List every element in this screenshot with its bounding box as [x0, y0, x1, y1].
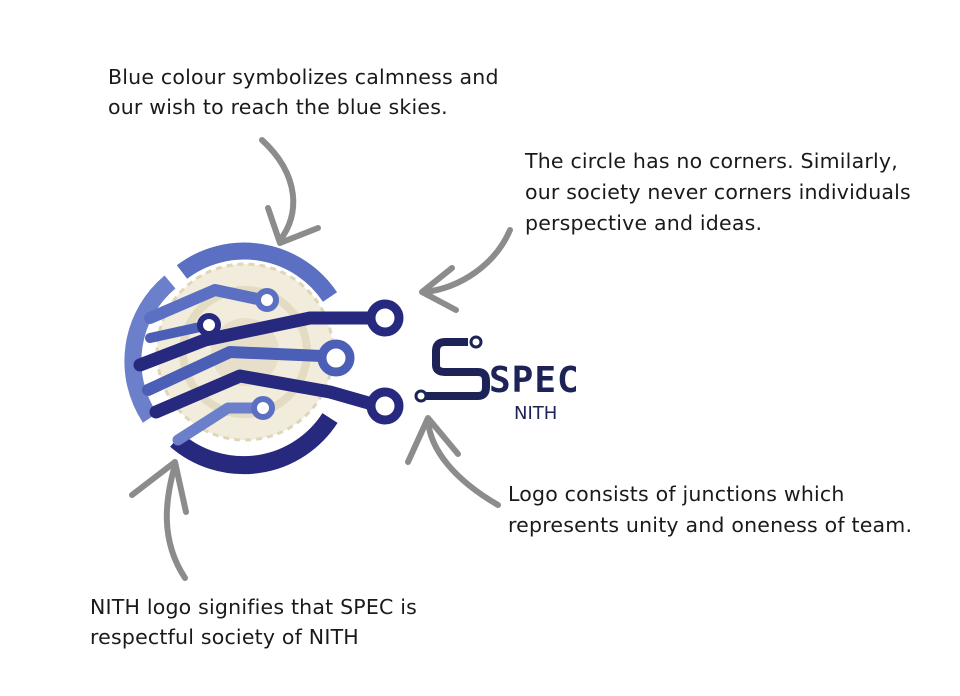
- wordmark-text: SPEC: [489, 360, 580, 401]
- annotation-circle: The circle has no corners. Similarly, ou…: [525, 146, 911, 239]
- annotation-line: NITH logo signifies that SPEC is: [90, 595, 418, 619]
- annotation-line: respectful society of NITH: [90, 625, 359, 649]
- annotation-line: our society never corners individuals: [525, 180, 911, 204]
- annotation-line: our wish to reach the blue skies.: [108, 95, 448, 119]
- annotation-junctions: Logo consists of junctions which represe…: [508, 479, 912, 541]
- annotation-line: The circle has no corners. Similarly,: [525, 149, 898, 173]
- arrow-up-icon: [129, 459, 189, 581]
- annotation-line: Logo consists of junctions which: [508, 482, 845, 506]
- spec-wordmark: SPEC NITH: [414, 335, 580, 424]
- junction-node: [317, 339, 355, 377]
- wordmark-s-glyph: [426, 338, 490, 400]
- annotation-line: represents unity and oneness of team.: [508, 513, 913, 537]
- junction-node: [366, 387, 404, 425]
- junction-node: [251, 396, 275, 420]
- annotation-blue-colour: Blue colour symbolizes calmness and our …: [108, 62, 499, 122]
- wordmark-subtitle: NITH: [514, 403, 557, 424]
- junction-node: [255, 288, 279, 312]
- arrows: [129, 137, 513, 581]
- arrow-up-icon: [405, 415, 501, 508]
- junction-node: [366, 299, 404, 337]
- arrow-left-icon: [419, 227, 513, 313]
- circuit-traces: [133, 284, 379, 446]
- annotation-nith-logo: NITH logo signifies that SPEC is respect…: [90, 592, 417, 652]
- junction-node: [197, 313, 221, 337]
- logo-ring: [124, 242, 338, 475]
- annotation-line: Blue colour symbolizes calmness and: [108, 65, 499, 89]
- annotation-line: perspective and ideas.: [525, 211, 763, 235]
- circuit-nodes: [197, 288, 404, 425]
- arrow-down-icon: [259, 137, 321, 246]
